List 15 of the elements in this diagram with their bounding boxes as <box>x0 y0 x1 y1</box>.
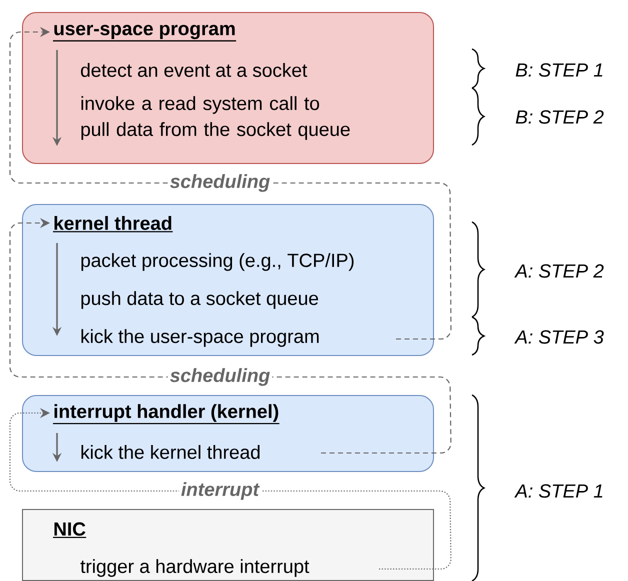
edge-label: scheduling <box>170 174 270 192</box>
arrow <box>9 408 452 570</box>
step-label: B: STEP 2 <box>516 110 604 124</box>
process-box: user-space program detect an event at a socket invoke a read system call to pull data from the socket queue <box>22 12 434 164</box>
process-box: interrupt handler (kernel) kick the kernel thread <box>22 395 434 472</box>
step-label: A: STEP 2 <box>514 264 604 278</box>
step-label: A: STEP 1 <box>514 484 602 498</box>
process-box: NIC trigger a hardware interrupt <box>22 509 434 581</box>
arrow <box>9 26 452 340</box>
arrow <box>9 218 452 454</box>
step-label: B: STEP 1 <box>516 63 602 77</box>
process-box: kernel thread packet processing (e.g., TCP/IP) push data to a socket queue kick the user-space program <box>22 204 434 356</box>
step-label: A: STEP 3 <box>514 330 604 344</box>
edge-label: scheduling <box>170 368 270 386</box>
edge-label: interrupt <box>181 482 260 500</box>
